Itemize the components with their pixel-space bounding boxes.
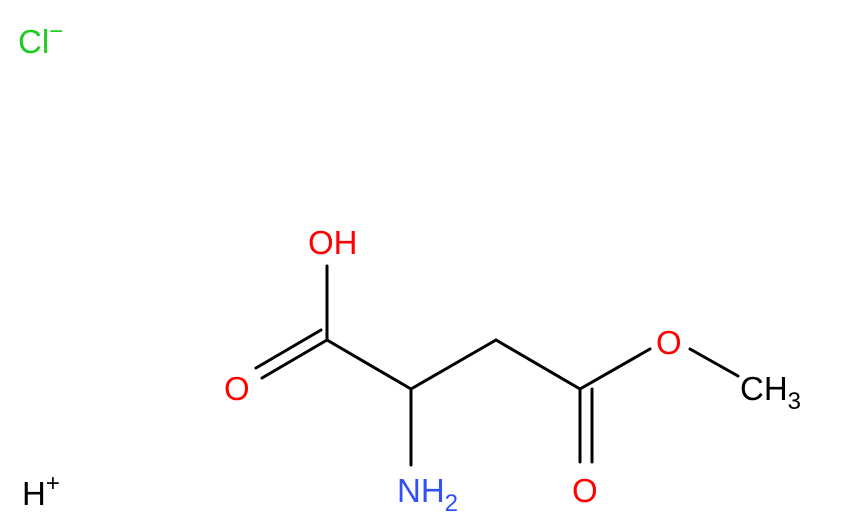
bond-acid-carbonyl-b — [254, 328, 323, 370]
bond-acid-alpha — [325, 338, 413, 391]
bond-alpha-beta — [409, 338, 498, 391]
proton-ion: H+ — [22, 470, 60, 512]
methyl-symbol: CH — [740, 370, 788, 407]
bond-oxygen-methyl — [688, 347, 740, 378]
chloride-charge: − — [49, 18, 63, 45]
bond-lines — [254, 264, 740, 467]
amine-symbol: NH — [397, 472, 445, 509]
bond-beta-ester — [494, 338, 582, 391]
amine-label: NH2 — [397, 472, 458, 517]
carboxyl-oxygen-label: O — [224, 370, 250, 407]
amine-subscript: 2 — [445, 490, 458, 517]
methyl-label: CH3 — [740, 370, 801, 415]
proton-symbol: H — [22, 475, 46, 512]
hydroxyl-label: OH — [308, 224, 358, 261]
ester-oxygen-label: O — [656, 324, 682, 361]
proton-charge: + — [46, 470, 60, 497]
bond-acid-carbonyl-a — [260, 338, 329, 380]
methyl-subscript: 3 — [788, 388, 801, 415]
bond-ester-oxygen — [578, 347, 652, 391]
chloride-symbol: Cl — [18, 23, 49, 60]
chloride-ion: Cl− — [18, 18, 63, 60]
ester-carbonyl-oxygen-label: O — [572, 472, 598, 509]
